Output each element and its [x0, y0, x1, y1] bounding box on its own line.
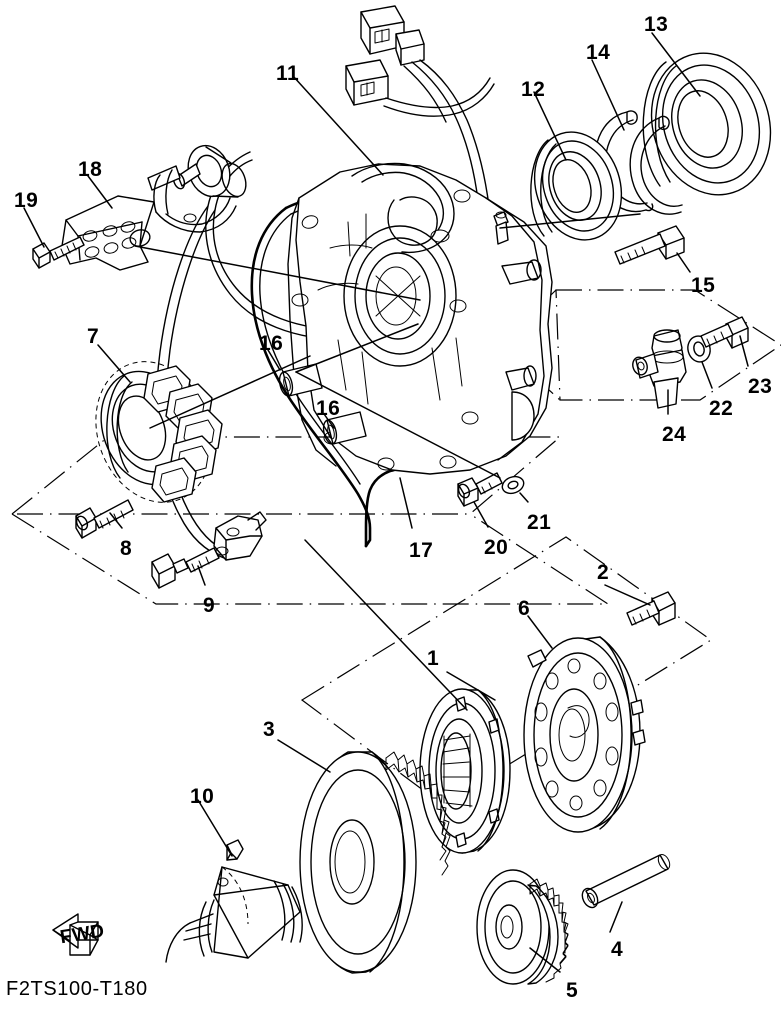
callout-2: 2 — [597, 561, 610, 584]
callout-9: 9 — [203, 594, 216, 617]
part-21-washer — [501, 475, 525, 495]
part-16-dowel-pin-upper — [278, 363, 323, 397]
part-23-bolt — [700, 316, 749, 349]
callout-12: 12 — [521, 78, 546, 101]
callout-5: 5 — [566, 979, 579, 1002]
part-15-long-bolt — [614, 225, 685, 265]
callout-17: 17 — [409, 539, 434, 562]
part-3-driven-gear — [299, 751, 451, 974]
part-20-bolt — [457, 472, 503, 507]
callout-6: 6 — [518, 597, 531, 620]
callout-13: 13 — [644, 13, 669, 36]
callout-1: 1 — [427, 647, 440, 670]
part-7-stator — [95, 361, 223, 503]
part-wire-terminal-bracket — [213, 511, 267, 561]
callout-22: 22 — [709, 397, 734, 420]
part-18-clamp-bracket — [61, 195, 155, 271]
inset-region-stator — [10, 436, 611, 605]
callout-11: 11 — [276, 62, 300, 85]
part-12-bearing — [530, 131, 623, 241]
drawing-number: F2TS100-T180 — [6, 978, 148, 1000]
part-4-idler-shaft — [581, 853, 671, 909]
part-idler-pulley-assembly — [147, 144, 247, 233]
callout-14: 14 — [586, 41, 611, 64]
part-11-wire-harness — [155, 5, 495, 559]
part-9-flange-bolt — [151, 547, 220, 589]
part-16-dowel-pin-lower — [322, 411, 367, 445]
part-1-starter-clutch — [419, 688, 511, 854]
callout-15: 15 — [691, 274, 716, 297]
part-8-bolt — [75, 499, 134, 539]
part-crankcase-cover-housing — [287, 162, 553, 475]
part-13-oil-seal — [642, 52, 772, 196]
callout-4: 4 — [611, 938, 624, 961]
part-24-valve-body — [632, 329, 687, 409]
callout-21: 21 — [527, 511, 552, 534]
callout-19: 19 — [14, 189, 39, 212]
callout-20: 20 — [484, 536, 509, 559]
callout-24: 24 — [662, 423, 687, 446]
part-crankshaft-end — [165, 866, 303, 963]
part-6-flywheel-rotor — [523, 636, 646, 833]
callout-18: 18 — [78, 158, 103, 181]
part-2-rotor-bolt — [626, 591, 676, 626]
part-19-bolt — [32, 236, 85, 269]
callout-10: 10 — [190, 785, 215, 808]
callout-3: 3 — [263, 718, 276, 741]
callout-7: 7 — [87, 325, 100, 348]
part-5-idler-gear — [476, 869, 569, 985]
callout-8: 8 — [120, 537, 133, 560]
callout-23: 23 — [748, 375, 773, 398]
callout-16-upper: 16 — [259, 332, 284, 355]
fwd-direction-arrow — [52, 913, 99, 956]
callout-16-lower: 16 — [316, 397, 341, 420]
leader-lines — [23, 32, 749, 973]
